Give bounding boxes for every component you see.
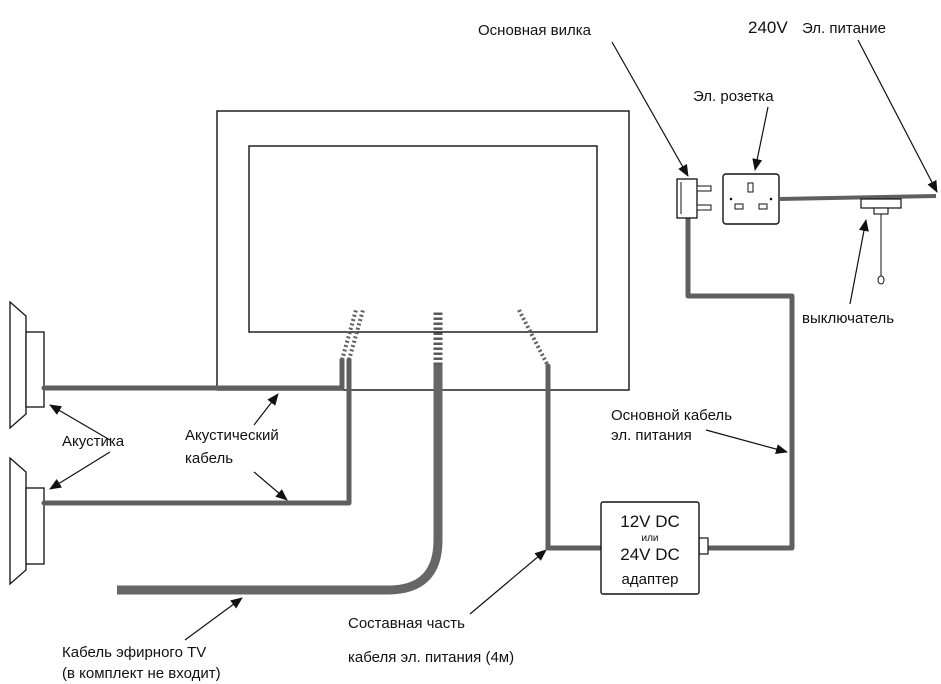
- main-power-cable: [685, 215, 795, 551]
- speaker-cable-bottom: [41, 357, 352, 506]
- label-speaker-cable-2: кабель: [185, 450, 233, 467]
- label-voltage: 240V: [748, 18, 788, 37]
- adapter-line-3: 24V DC: [620, 545, 680, 564]
- label-socket: Эл. розетка: [693, 88, 774, 105]
- speaker-bottom: [9, 456, 45, 586]
- label-integral-cable-2: кабеля эл. питания (4м): [348, 649, 514, 666]
- label-main-plug: Основная вилка: [478, 22, 592, 39]
- label-mains-power: Эл. питание: [802, 20, 886, 37]
- leader-switch: [849, 219, 869, 305]
- integral-power-cable-dashed: [517, 309, 550, 367]
- adapter-line-1: 12V DC: [620, 512, 680, 531]
- integral-power-cable: [545, 363, 607, 551]
- leader-integral-cable: [469, 549, 547, 615]
- leader-speaker-cable-top: [253, 393, 279, 426]
- label-speaker-cable-1: Акустический: [185, 427, 279, 444]
- label-switch: выключатель: [802, 310, 894, 327]
- leader-socket: [752, 106, 769, 171]
- leader-mains-power: [857, 39, 938, 193]
- main-plug: [676, 178, 712, 219]
- label-main-cable-1: Основной кабель: [611, 407, 732, 424]
- leader-speaker-bottom: [49, 451, 111, 490]
- adapter-line-2: или: [641, 533, 658, 544]
- label-tv-cable-1: Кабель эфирного TV: [62, 644, 206, 661]
- leader-main-plug: [611, 41, 689, 177]
- label-tv-cable-2: (в комплект не входит): [62, 665, 221, 682]
- leader-tv-cable: [184, 597, 243, 641]
- leader-speaker-top: [49, 404, 111, 441]
- label-integral-cable-1: Составная часть: [348, 615, 465, 632]
- speaker-top: [9, 300, 45, 430]
- pull-switch: [860, 198, 902, 285]
- adapter-line-4: адаптер: [622, 571, 679, 588]
- leader-main-cable: [705, 429, 788, 454]
- mains-power-line: [778, 194, 937, 201]
- speaker-cable-top: [41, 357, 345, 391]
- tv-screen: [216, 110, 630, 391]
- wall-socket: [722, 173, 780, 225]
- power-adapter: 12V DC или 24V DC адаптер: [600, 501, 709, 595]
- leader-speaker-cable-bottom: [253, 471, 288, 501]
- tv-aerial-cable: [117, 365, 443, 595]
- label-speakers: Акустика: [62, 433, 125, 450]
- label-main-cable-2: эл. питания: [611, 427, 692, 444]
